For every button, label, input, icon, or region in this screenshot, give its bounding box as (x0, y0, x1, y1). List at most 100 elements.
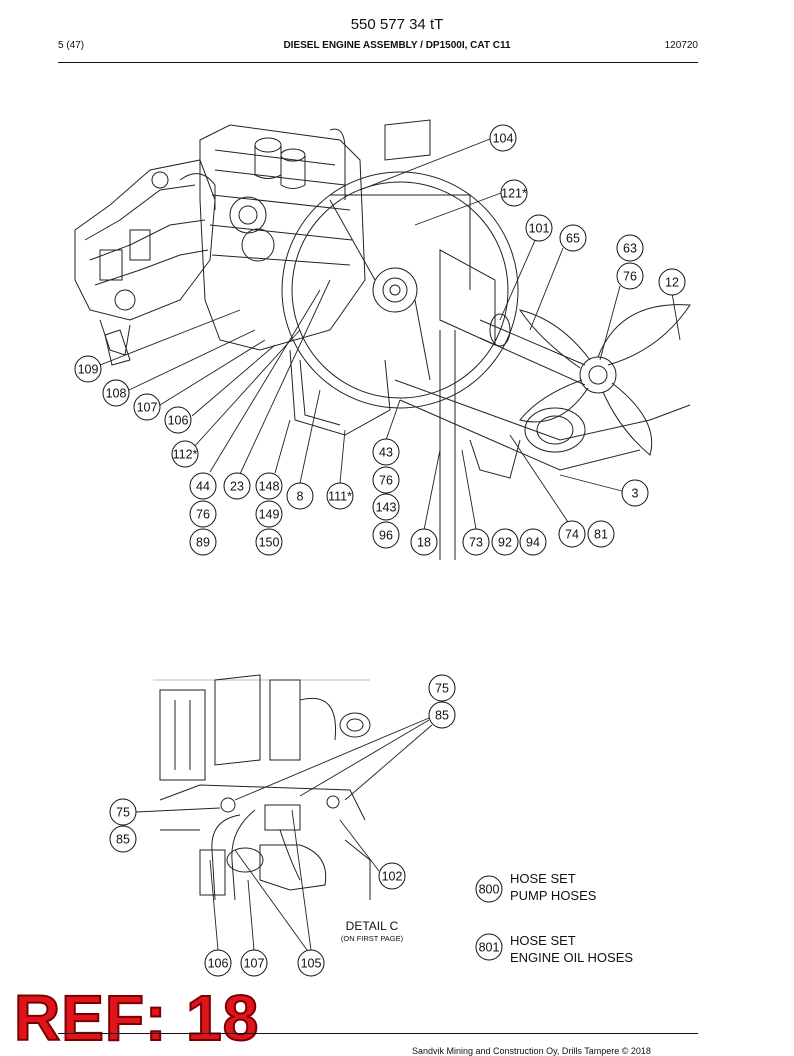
detail-c-label: DETAIL C (345, 919, 399, 933)
svg-text:65: 65 (566, 232, 580, 246)
svg-text:85: 85 (116, 833, 130, 847)
callout-92: 92 (491, 528, 519, 556)
svg-text:101: 101 (529, 222, 550, 236)
callout-101: 101 (525, 214, 553, 242)
svg-text:73: 73 (469, 536, 483, 550)
callout-23: 23 (223, 472, 251, 500)
svg-text:76: 76 (379, 474, 393, 488)
svg-text:112*: 112* (173, 448, 198, 462)
callout-106: 106 (164, 406, 192, 434)
callout-detail-102: 102 (378, 862, 406, 890)
callout-18: 18 (410, 528, 438, 556)
svg-text:104: 104 (493, 132, 514, 146)
callout-111: 111* (326, 482, 354, 510)
callout-81: 81 (587, 520, 615, 548)
svg-text:94: 94 (526, 536, 540, 550)
page-indicator: 5 (47) (58, 40, 85, 51)
svg-text:63: 63 (623, 242, 637, 256)
svg-text:3: 3 (632, 487, 639, 501)
callout-detail-106: 106 (204, 949, 232, 977)
header-rule (58, 62, 698, 63)
callout-148: 148 (255, 472, 283, 500)
callout-89: 89 (189, 528, 217, 556)
svg-text:76: 76 (196, 508, 210, 522)
footer-copyright: Sandvik Mining and Construction Oy, Dril… (412, 1046, 651, 1056)
svg-text:75: 75 (435, 682, 449, 696)
detail-c-sublabel: (ON FIRST PAGE) (340, 934, 404, 943)
callout-109: 109 (74, 355, 102, 383)
svg-text:106: 106 (208, 957, 229, 971)
callout-94: 94 (519, 528, 547, 556)
svg-text:75: 75 (116, 806, 130, 820)
callout-96: 96 (372, 521, 400, 549)
svg-text:143: 143 (376, 501, 397, 515)
svg-text:8: 8 (297, 490, 304, 504)
svg-text:106: 106 (168, 414, 189, 428)
callout-65: 65 (559, 224, 587, 252)
legend-801-line1: HOSE SET (510, 933, 576, 948)
callout-detail-85-b: 85 (109, 825, 137, 853)
callout-76-a: 76 (616, 262, 644, 290)
svg-text:18: 18 (417, 536, 431, 550)
leader-lines-detail (135, 717, 433, 951)
callout-76-b: 76 (189, 500, 217, 528)
detail-c-illustration (153, 674, 371, 901)
callout-detail-75-a: 75 (428, 674, 456, 702)
page-title: DIESEL ENGINE ASSEMBLY / DP1500I, CAT C1… (283, 40, 511, 51)
svg-text:96: 96 (379, 529, 393, 543)
callout-107: 107 (133, 393, 161, 421)
callout-73: 73 (462, 528, 490, 556)
callout-3: 3 (621, 479, 649, 507)
svg-text:107: 107 (244, 957, 265, 971)
revision-date: 120720 (664, 40, 698, 51)
svg-text:150: 150 (259, 536, 280, 550)
svg-text:74: 74 (565, 528, 579, 542)
callout-143: 143 (372, 493, 400, 521)
legend-800-line1: HOSE SET (510, 871, 576, 886)
svg-text:801: 801 (479, 941, 500, 955)
callout-detail-75-b: 75 (109, 798, 137, 826)
svg-text:12: 12 (665, 276, 679, 290)
document-number: 550 577 34 tT (350, 16, 444, 33)
svg-text:121*: 121* (501, 187, 527, 201)
legend-801-line2: ENGINE OIL HOSES (510, 950, 634, 965)
svg-text:107: 107 (137, 401, 158, 415)
callout-8: 8 (286, 482, 314, 510)
svg-text:102: 102 (382, 870, 403, 884)
reference-stamp: REF: 18 (13, 982, 260, 1054)
callouts-main: 104 121* 101 65 63 76 12 109 108 107 106… (74, 124, 686, 556)
svg-text:89: 89 (196, 536, 210, 550)
legend-entry-801: HOSE SET ENGINE OIL HOSES (510, 932, 633, 966)
legend-bubble-801: 801 (475, 933, 503, 961)
svg-text:111*: 111* (328, 490, 352, 504)
callout-76-c: 76 (372, 466, 400, 494)
svg-text:108: 108 (106, 387, 127, 401)
callout-44: 44 (189, 472, 217, 500)
engine-illustration (74, 119, 691, 560)
callout-108: 108 (102, 379, 130, 407)
svg-text:148: 148 (259, 480, 280, 494)
callout-detail-107: 107 (240, 949, 268, 977)
callout-detail-85-a: 85 (428, 701, 456, 729)
callout-12: 12 (658, 268, 686, 296)
svg-text:149: 149 (259, 508, 280, 522)
legend-bubble-800: 800 (475, 875, 503, 903)
svg-text:76: 76 (623, 270, 637, 284)
callout-63: 63 (616, 234, 644, 262)
svg-text:92: 92 (498, 536, 512, 550)
svg-text:23: 23 (230, 480, 244, 494)
svg-text:109: 109 (78, 363, 99, 377)
legend-bubbles: 800 801 (475, 875, 503, 961)
callouts-detail: 75 85 75 85 102 106 107 105 (109, 674, 456, 977)
callout-74: 74 (558, 520, 586, 548)
legend-entry-800: HOSE SET PUMP HOSES (510, 870, 596, 904)
footer-rule (58, 1033, 698, 1034)
svg-text:85: 85 (435, 709, 449, 723)
svg-text:81: 81 (594, 528, 608, 542)
svg-text:105: 105 (301, 957, 322, 971)
svg-text:44: 44 (196, 480, 210, 494)
leader-lines-main (99, 138, 681, 531)
legend-800-line2: PUMP HOSES (510, 888, 597, 903)
callout-149: 149 (255, 500, 283, 528)
